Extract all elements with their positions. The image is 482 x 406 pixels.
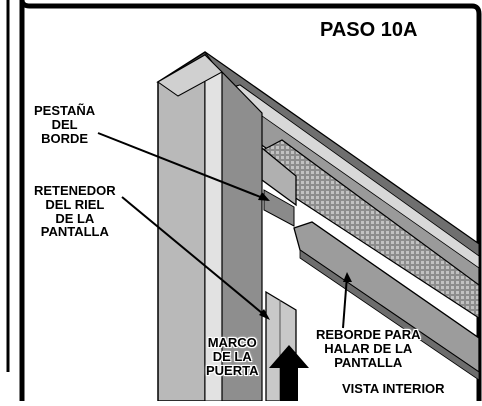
edge-tab-line-2: DEL bbox=[51, 116, 78, 132]
edge-tab-line-1: PESTAÑA bbox=[34, 103, 96, 118]
pull-lip-line-3: PANTALLA bbox=[334, 354, 403, 370]
retainer-clip bbox=[263, 189, 295, 227]
door-frame-line-3: PUERTA bbox=[206, 362, 259, 378]
pull-lip-edge bbox=[311, 221, 480, 339]
door-frame-line-1: MARCO bbox=[207, 335, 257, 350]
rail-retainer-line-1: RETENEDOR bbox=[34, 183, 116, 198]
rail-retainer-line-2: DEL RIEL bbox=[45, 196, 105, 212]
rail-retainer-leader-arrowhead bbox=[259, 309, 270, 320]
view-note: VISTA INTERIOR bbox=[342, 381, 445, 396]
door-frame-line-2: DE LA bbox=[212, 348, 252, 364]
door-frame-label: MARCO DE LA PUERTA bbox=[206, 336, 258, 377]
pull-lip-label: REBORDE PARA HALAR DE LA PANTALLA bbox=[316, 328, 421, 369]
door-jamb-front bbox=[157, 53, 206, 402]
edge-tab-line-3: BORDE bbox=[41, 130, 89, 146]
up-arrow-icon bbox=[269, 345, 309, 401]
jamb-mitre bbox=[157, 54, 223, 97]
pull-lip-leader-arrowhead bbox=[343, 272, 352, 282]
rail-retainer-line-4: PANTALLA bbox=[40, 224, 109, 240]
bottom-rail bbox=[293, 221, 480, 374]
step-title: PASO 10A bbox=[320, 19, 418, 41]
edge-tab-label: PESTAÑA DEL BORDE bbox=[34, 104, 95, 145]
pull-lip-line-1: REBORDE PARA bbox=[316, 327, 421, 342]
rail-retainer-label: RETENEDOR DEL RIEL DE LA PANTALLA bbox=[34, 184, 116, 239]
pull-lip-leader bbox=[342, 275, 348, 329]
bottom-rail-underside bbox=[299, 249, 480, 381]
pull-lip-line-2: HALAR DE LA bbox=[324, 340, 413, 356]
edge-tab-leader bbox=[97, 132, 269, 201]
rail-retainer-leader bbox=[121, 196, 269, 319]
panel-border bbox=[19, 0, 482, 401]
rail-retainer-line-3: DE LA bbox=[55, 210, 95, 226]
edge-tab-leader-arrowhead bbox=[258, 192, 270, 201]
